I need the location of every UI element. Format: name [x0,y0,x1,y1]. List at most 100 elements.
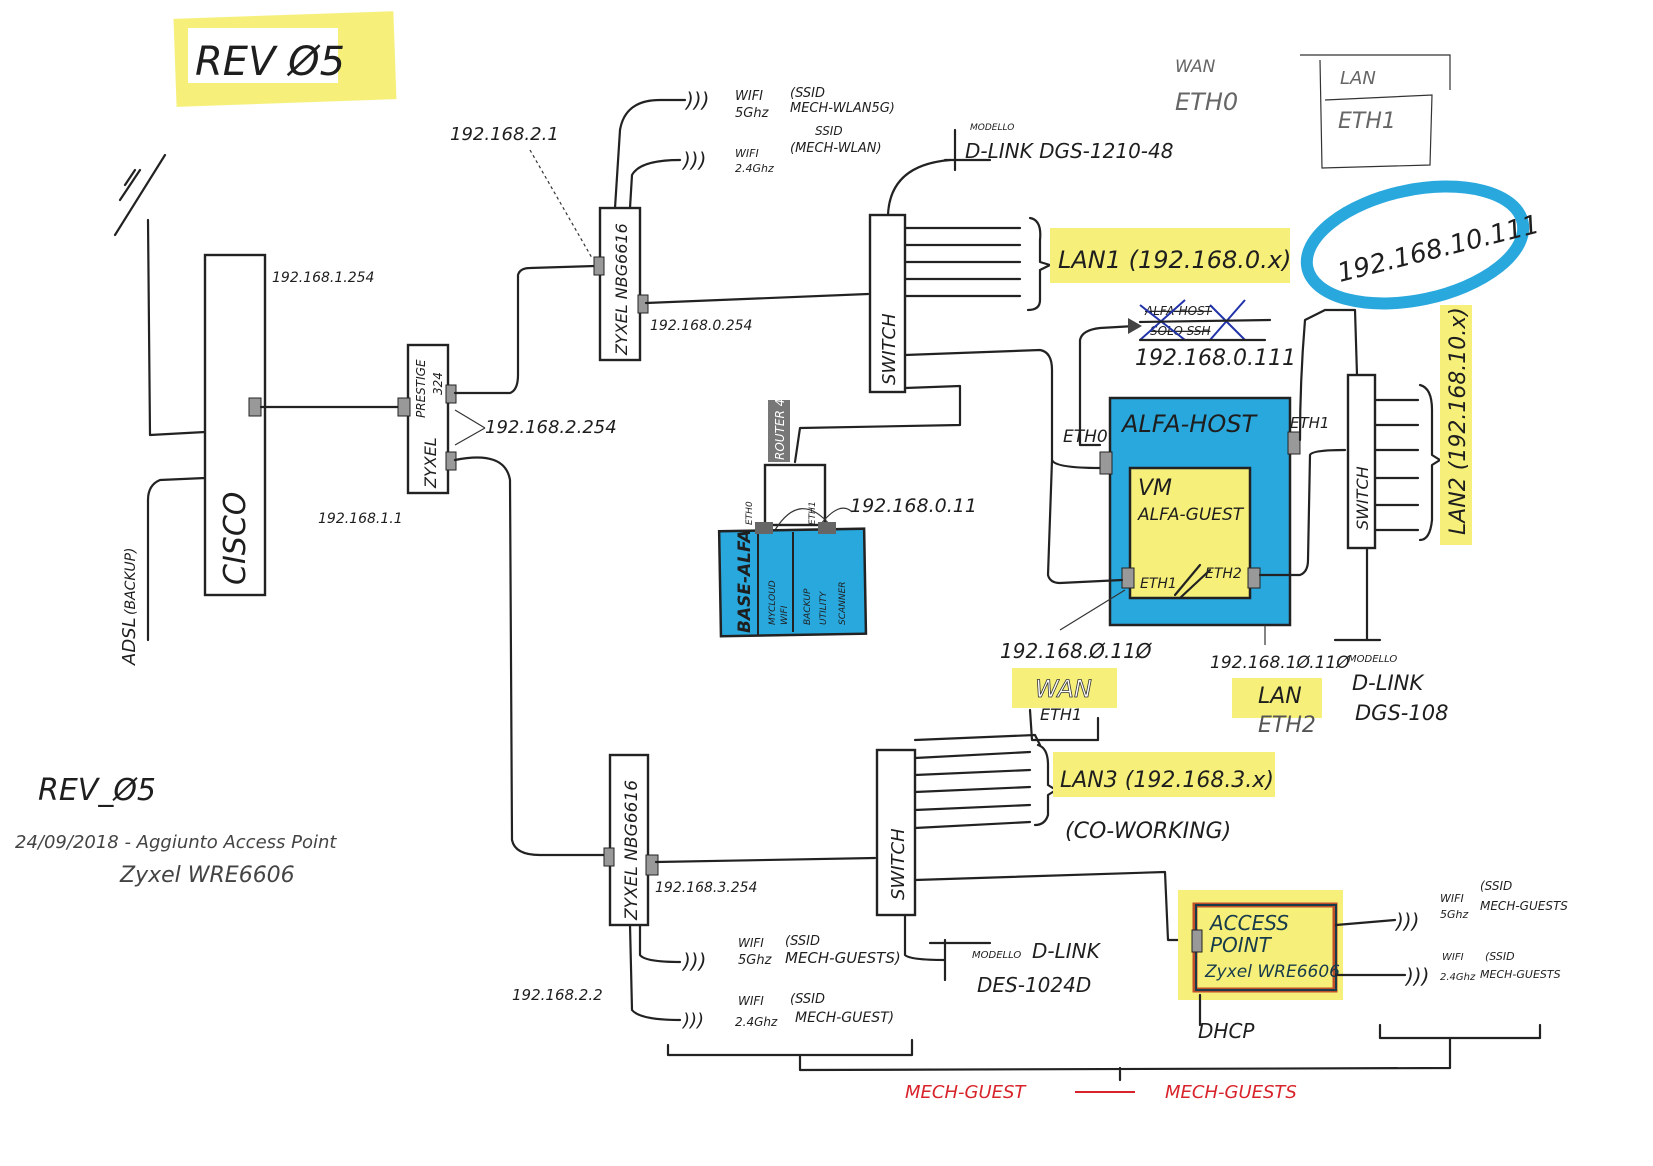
ip-pointers [1059,589,1266,645]
base-alfa-port [818,522,836,534]
cisco-ip-lan: 192.168.1.254 [272,270,374,286]
model-tick [943,128,992,172]
nbg-bottom-ip-wan: 192.168.2.2 [512,986,603,1004]
prestige-port [397,397,411,417]
vm-label: VM [1138,476,1172,501]
wan-highlight [1012,668,1117,708]
prestige-router [406,343,450,495]
vm-port [1247,567,1261,589]
ap-port [1191,929,1203,953]
lan1-highlight [1050,228,1290,283]
switch-top-model-pointer [886,158,952,217]
nbg-bottom-port [645,854,659,876]
base-alfa-item: UTILITY [819,590,829,625]
backup-line [146,476,207,642]
switch-bottom-model-pointer [903,913,992,982]
switch-bottom-label: SWITCH [888,828,909,900]
lan3-highlight [1053,752,1275,797]
alfa-host-label: ALFA-HOST [1120,410,1258,438]
ap-wifi5-ssid: MECH-GUESTS [1480,899,1568,913]
ap-dhcp: DHCP [1198,1019,1255,1043]
base-alfa-item: WIFI [780,605,790,625]
switch-right-model-1: D-LINK [1352,671,1425,695]
lan-highlight [1232,678,1322,718]
wan-label: WAN [1175,57,1216,77]
coworking-label: (CO-WORKING) [1065,819,1231,844]
switch-top-ports [903,226,1022,298]
underline [1138,318,1272,342]
ip-highlight-circle [1300,180,1530,310]
guest-wan-eth: ETH1 [1040,705,1082,724]
guest-lan-label: LAN [1258,684,1302,709]
lan2-highlight [1440,305,1472,545]
vm-wan-link [1046,458,1124,585]
router-4g-link-box [763,463,827,527]
host-mgmt-arrow [1078,324,1137,447]
wifi5-label: WIFI [735,89,763,104]
wan-eth-label: ETH0 [1175,88,1238,116]
wifi-icon: ))) [684,88,709,112]
nbg-top-router [598,206,642,362]
cisco-ip-wan: 192.168.1.1 [318,511,403,527]
switch-right-model-tag: MODELLO [1348,654,1397,665]
switch-right-model-2: DGS-108 [1355,701,1448,725]
nbg-bottom-port [603,847,615,867]
footer-guest-right: MECH-GUESTS [1165,1082,1297,1103]
lan2-label: LAN2 (192.168.10.x) [1446,307,1471,535]
wifi5-band: 5Ghz [735,106,770,121]
wifi-icon: ))) [681,949,706,973]
switch-host-eth0-link [903,348,1102,470]
ap-wifi24-ssid-label: (SSID [1485,950,1515,963]
base-alfa-label: BASE-ALFA [735,529,755,633]
revision-label: REV_Ø5 [38,773,156,808]
host-mgmt-ip: 192.168.0.111 [1135,346,1296,371]
wifi24-guest-link [628,923,682,1022]
ap-label-1: ACCESS [1208,911,1289,935]
wifi5-ssid: MECH-WLAN5G) [790,101,895,116]
nbg-bottom-router [608,753,650,927]
wifi24-ssid-label: SSID [815,124,843,138]
ap-wifi5-band: 5Ghz [1440,908,1468,921]
switch-top-model: D-LINK DGS-1210-48 [965,139,1173,163]
ap-wifi5-label: WIFI [1440,892,1464,905]
prestige-label-3: 324 [431,372,445,395]
nbg-top-ip-lan: 192.168.0.254 [650,318,752,334]
host-port [1099,451,1113,475]
lan1-label: LAN1 (192.168.0.x) [1058,246,1291,274]
ap-wifi5-ssid-label: (SSID [1480,879,1512,893]
guest-lan-ip: 192.168.1Ø.11Ø [1210,653,1350,673]
wifi24-link [628,158,682,210]
lan3-label: LAN3 (192.168.3.x) [1060,768,1274,793]
switch-bottom-model-1: D-LINK [1032,939,1102,963]
prestige-ip-pointer [454,409,486,446]
host-port [1287,431,1301,455]
switch-right [1346,373,1377,550]
vm-bridge-marks [1173,563,1212,600]
ap-wifi24-label: WIFI [1442,952,1464,963]
title-box [188,28,338,83]
prestige-label-2: PRESTIGE [414,359,428,418]
vm-eth-b: ETH2 [1205,566,1242,582]
wifi5-guest-band: 5Ghz [738,953,773,968]
ap-wifi-links [1334,918,1407,977]
wifi-icon: ))) [1404,964,1429,988]
wifi5-guest-ssid-label: (SSID [785,934,820,949]
prestige-ip: 192.168.2.254 [485,417,617,438]
wifi5-guest-link [638,923,682,964]
base-alfa-eth1: ETH1 [808,501,818,525]
prestige-port [445,384,457,404]
wifi-icon: ))) [681,148,706,172]
base-alfa-eth0: ETH0 [745,501,755,525]
wifi24-guest-ssid: MECH-GUEST) [795,1010,894,1026]
prestige-nbg-bottom-link [453,456,607,857]
lan-eth1-box [1300,54,1451,169]
ap-label-2: POINT [1210,933,1273,957]
cisco-port [248,397,262,417]
wifi24-ssid: (MECH-WLAN) [790,141,882,156]
lan3-brace [1033,743,1058,827]
switch-top-model-tag: MODELLO [970,123,1014,133]
lan-label: LAN [1340,68,1376,89]
nbg-top-ip-pointer [529,149,593,259]
page-title: REV Ø5 [195,39,345,85]
